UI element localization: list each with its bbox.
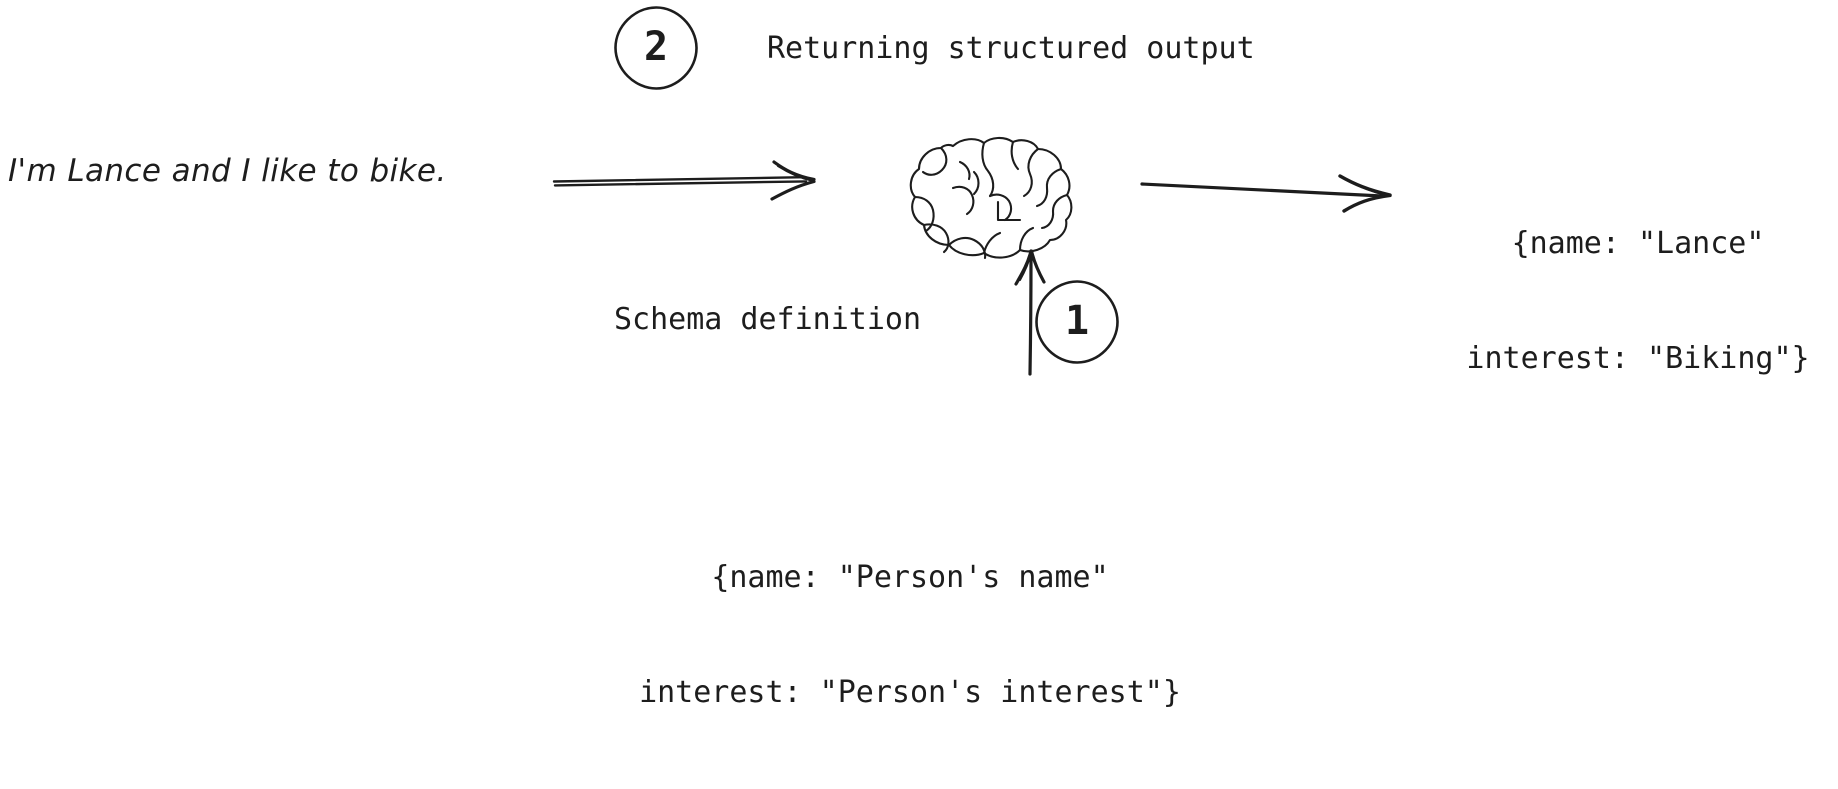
step-badge-2: 2 — [613, 5, 699, 91]
arrow-input-to-model — [552, 160, 816, 201]
step-number-1: 1 — [1064, 298, 1090, 344]
step-badge-1: 1 — [1034, 279, 1120, 365]
schema-json: {name: "Person's name" interest: "Person… — [530, 482, 1290, 789]
step-number-2: 2 — [643, 24, 669, 70]
arrow-schema-to-model — [1014, 249, 1046, 376]
arrow-model-to-output — [1140, 174, 1392, 213]
output-json-line-2: interest: "Biking"} — [1466, 340, 1810, 376]
schema-json-line-1: {name: "Person's name" — [711, 559, 1109, 595]
output-json: {name: "Lance" interest: "Biking"} — [1440, 148, 1836, 455]
output-json-line-1: {name: "Lance" — [1511, 225, 1765, 261]
circle-outline-icon — [1035, 280, 1119, 364]
brain-icon — [909, 136, 1073, 260]
schema-definition-label: Schema definition — [614, 302, 922, 337]
step-2-caption: Returning structured output — [767, 31, 1255, 66]
schema-json-line-2: interest: "Person's interest"} — [639, 674, 1181, 710]
input-sentence: I'm Lance and I like to bike. — [8, 153, 447, 189]
circle-outline-icon — [614, 6, 698, 90]
diagram-canvas: 2 Returning structured output I'm Lance … — [8, 5, 1836, 710]
